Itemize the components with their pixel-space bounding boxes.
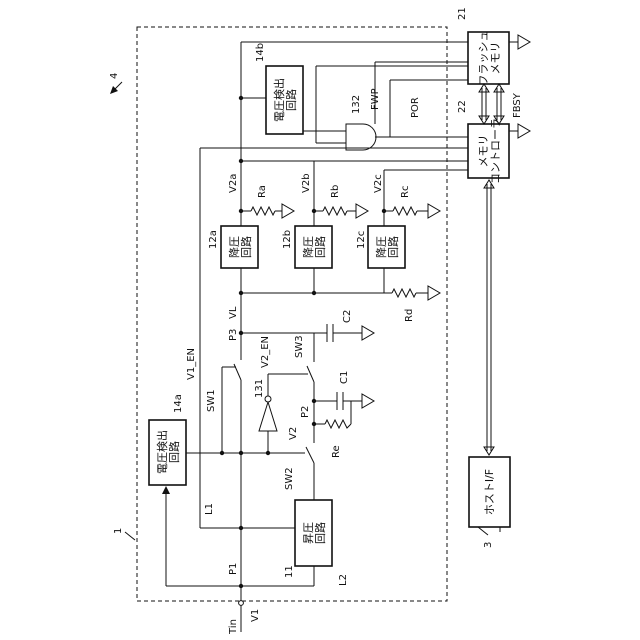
voltage-detector-b-text-line: 電圧検出 <box>272 78 286 122</box>
label-11: 11 <box>284 565 295 578</box>
step-down-c-block: 降圧回路 <box>368 226 405 268</box>
label-v2a: V2a <box>228 174 239 193</box>
voltage-detector-a-text-line: 電圧検出 <box>155 430 169 474</box>
label-rb: Rb <box>330 185 341 198</box>
label-14a: 14a <box>173 394 184 413</box>
booster-text: 昇圧回路 <box>302 522 327 544</box>
label-21: 21 <box>457 7 468 20</box>
memory-controller-text-line: コントローラ <box>489 118 502 184</box>
step-down-b-text-line: 降圧 <box>301 236 315 258</box>
label-l2: L2 <box>338 574 349 586</box>
label-rd: Rd <box>404 309 415 322</box>
step-down-b-block: 降圧回路 <box>295 226 332 268</box>
flash-memory-block: フラッシュメモリ <box>468 31 509 86</box>
step-down-c-text: 降圧回路 <box>374 236 400 258</box>
label-14b: 14b <box>255 43 266 62</box>
label-1: 1 <box>113 528 124 534</box>
label-131: 131 <box>254 379 265 398</box>
booster-text-line: 回路 <box>314 522 327 544</box>
label-sw2: SW2 <box>284 467 295 490</box>
step-down-c-text-line: 回路 <box>387 236 400 258</box>
label-p1: P1 <box>228 563 239 575</box>
label-v1en: V1_EN <box>186 348 197 380</box>
step-down-a-block: 降圧回路 <box>221 226 258 268</box>
memory-controller-block: メモリコントローラ <box>468 118 509 184</box>
voltage-detector-b-block: 電圧検出回路 <box>266 66 303 134</box>
label-sw3: SW3 <box>294 335 305 358</box>
label-v2: V2 <box>288 427 299 440</box>
step-down-a-text: 降圧回路 <box>227 236 253 258</box>
label-tin: Tin <box>228 619 239 635</box>
label-22: 22 <box>457 100 468 113</box>
voltage-detector-a-text-line: 回路 <box>168 441 181 463</box>
flash-memory-text-line: メモリ <box>489 42 502 75</box>
leader-3 <box>478 527 488 535</box>
step-down-c-text-line: 降圧 <box>374 236 388 258</box>
host-interface-text: ホストI/F <box>483 469 496 515</box>
label-c1: C1 <box>339 371 350 384</box>
label-fwp: FWP <box>370 88 381 110</box>
booster-block: 昇圧回路 <box>295 500 332 566</box>
voltage-detector-a-block: 電圧検出回路 <box>149 420 186 485</box>
label-v2c: V2c <box>373 174 384 193</box>
label-c2: C2 <box>342 310 353 323</box>
label-4: 4 <box>109 73 120 79</box>
label-v1: V1 <box>250 609 261 622</box>
leader-1 <box>125 532 135 540</box>
label-v2en: V2_EN <box>260 336 271 368</box>
label-3: 3 <box>483 542 494 548</box>
label-12a: 12a <box>208 230 219 249</box>
label-p3: P3 <box>228 329 239 341</box>
label-sw1: SW1 <box>206 389 217 412</box>
label-rc: Rc <box>400 186 411 198</box>
label-132: 132 <box>351 95 362 114</box>
step-down-a-text-line: 回路 <box>240 236 253 258</box>
label-12b: 12b <box>282 230 293 249</box>
label-l1: L1 <box>204 503 215 515</box>
label-12c: 12c <box>356 231 367 249</box>
label-fbsy: FBSY <box>512 92 523 118</box>
label-ra: Ra <box>257 185 268 198</box>
voltage-detector-b-text-line: 回路 <box>285 89 298 111</box>
label-vl: VL <box>228 306 239 319</box>
step-down-a-text-line: 降圧 <box>227 236 241 258</box>
host-interface-block: ホストI/F <box>469 457 510 527</box>
step-down-b-text-line: 回路 <box>314 236 327 258</box>
label-por: POR <box>410 97 421 118</box>
host-interface-text-line: ホストI/F <box>483 469 496 515</box>
label-p2: P2 <box>300 406 311 418</box>
step-down-b-text: 降圧回路 <box>301 236 327 258</box>
label-v2b: V2b <box>301 173 312 193</box>
label-re: Re <box>331 445 342 458</box>
